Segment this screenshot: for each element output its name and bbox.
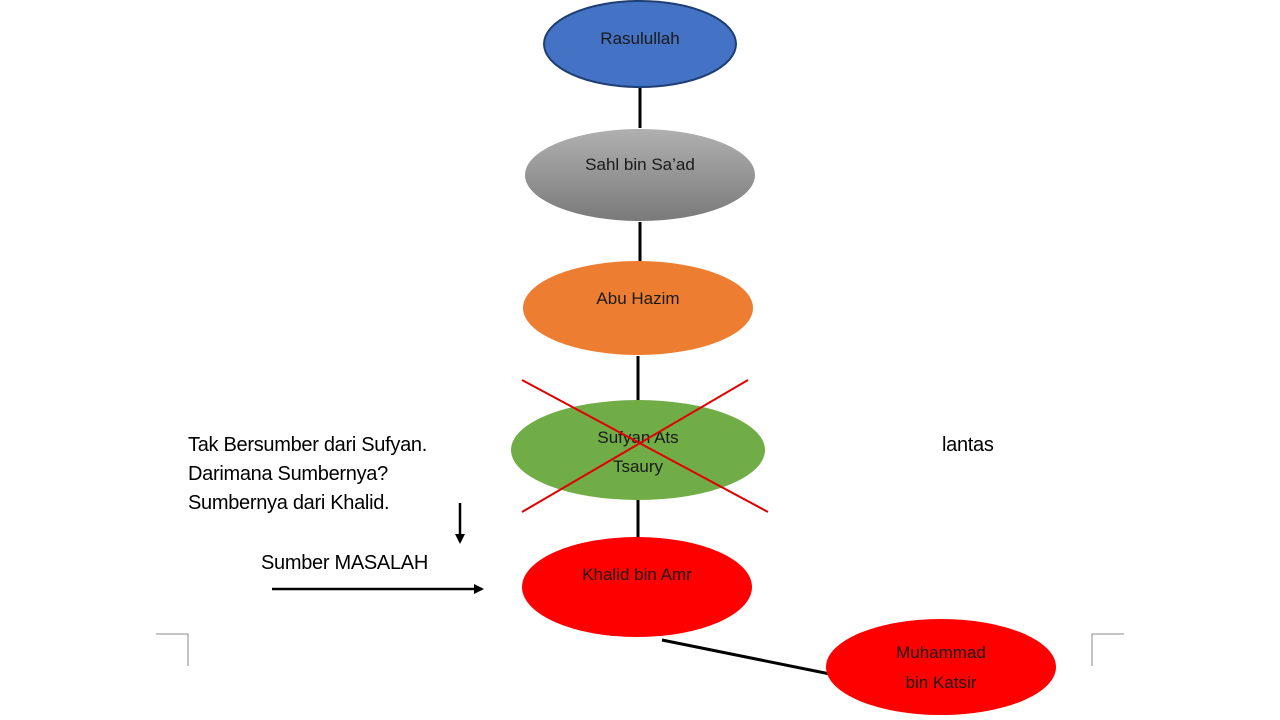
node-khalid (522, 537, 752, 637)
note-line: Tak Bersumber dari Sufyan. (188, 434, 427, 456)
node-rasulullah-label: Rasulullah (600, 29, 679, 48)
node-sahl (525, 129, 755, 221)
node-abu-hazim-label: Abu Hazim (596, 289, 679, 308)
source-problem-label: Sumber MASALAH (261, 552, 428, 574)
explanation-note: Tak Bersumber dari Sufyan. Darimana Sumb… (188, 431, 427, 518)
node-abu-hazim (523, 261, 753, 355)
crop-mark (1091, 633, 1124, 666)
node-sahl-label: Sahl bin Sa’ad (585, 155, 695, 174)
note-line: Sumbernya dari Khalid. (188, 492, 390, 514)
node-sufyan (511, 400, 765, 500)
node-khalid-label: Khalid bin Amr (582, 565, 692, 584)
node-sufyan-label-2: Tsaury (613, 457, 664, 476)
cross-out-mark (521, 379, 749, 513)
cross-out-mark (521, 379, 769, 513)
crop-mark (156, 633, 189, 666)
connector (661, 638, 831, 676)
node-rasulullah (543, 0, 737, 88)
node-muhammad-label-2: bin Katsir (906, 673, 977, 692)
node-muhammad-label-1: Muhammad (896, 643, 986, 662)
note-line: Darimana Sumbernya? (188, 463, 388, 485)
side-note: lantas (942, 434, 994, 456)
node-muhammad (826, 619, 1056, 715)
